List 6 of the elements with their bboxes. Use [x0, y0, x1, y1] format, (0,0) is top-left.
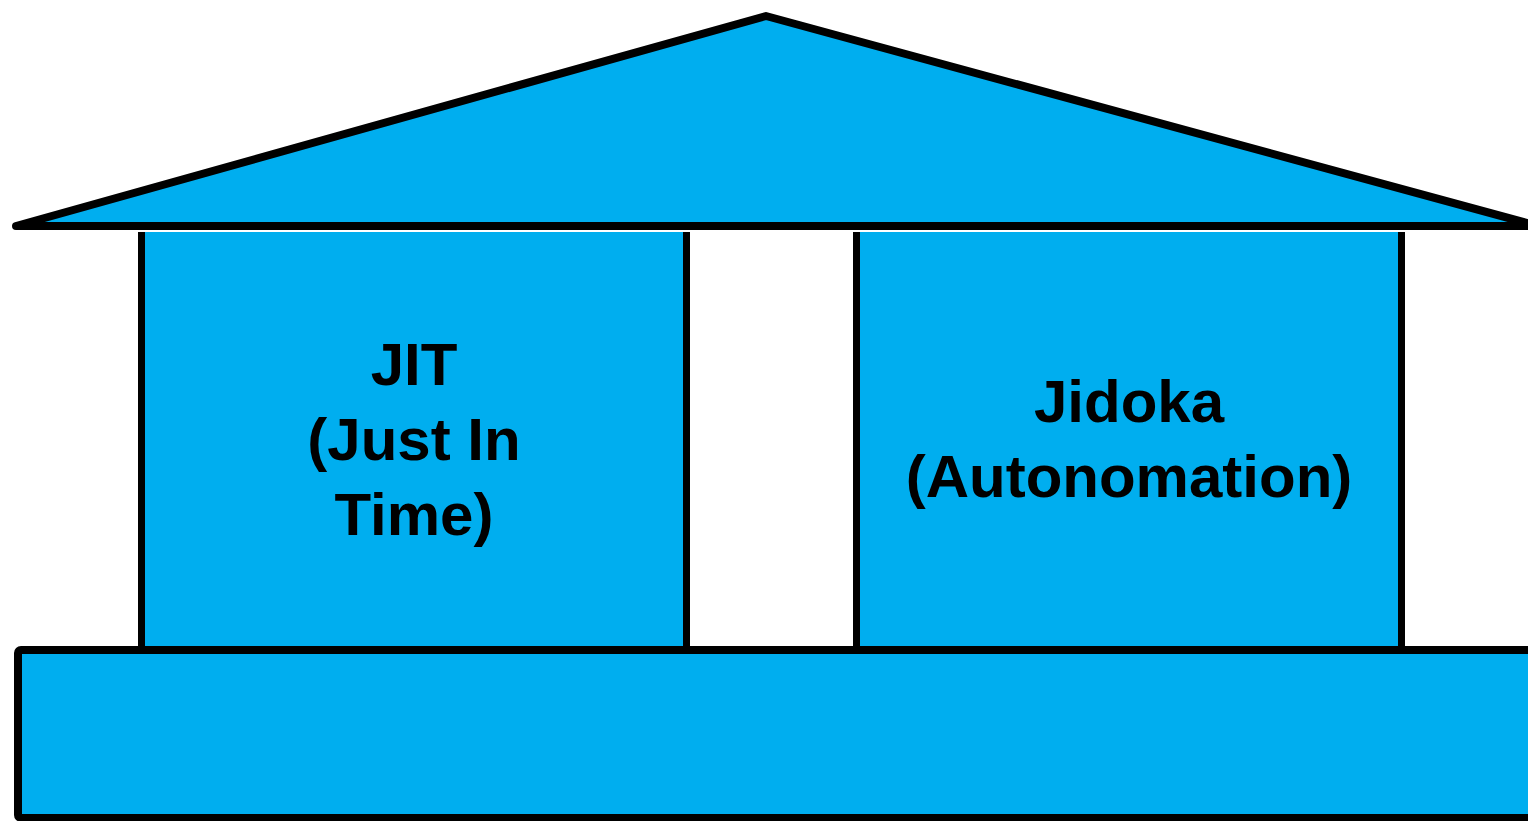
pillar-subtitle: (Autonomation): [905, 442, 1353, 512]
pillar-title: JIT: [370, 329, 458, 400]
pillar-title: Jidoka: [1033, 367, 1225, 437]
pillar-subtitle: (Just In Time): [306, 404, 522, 550]
pillar-box: [853, 232, 1405, 646]
pillar-box: [138, 232, 690, 646]
